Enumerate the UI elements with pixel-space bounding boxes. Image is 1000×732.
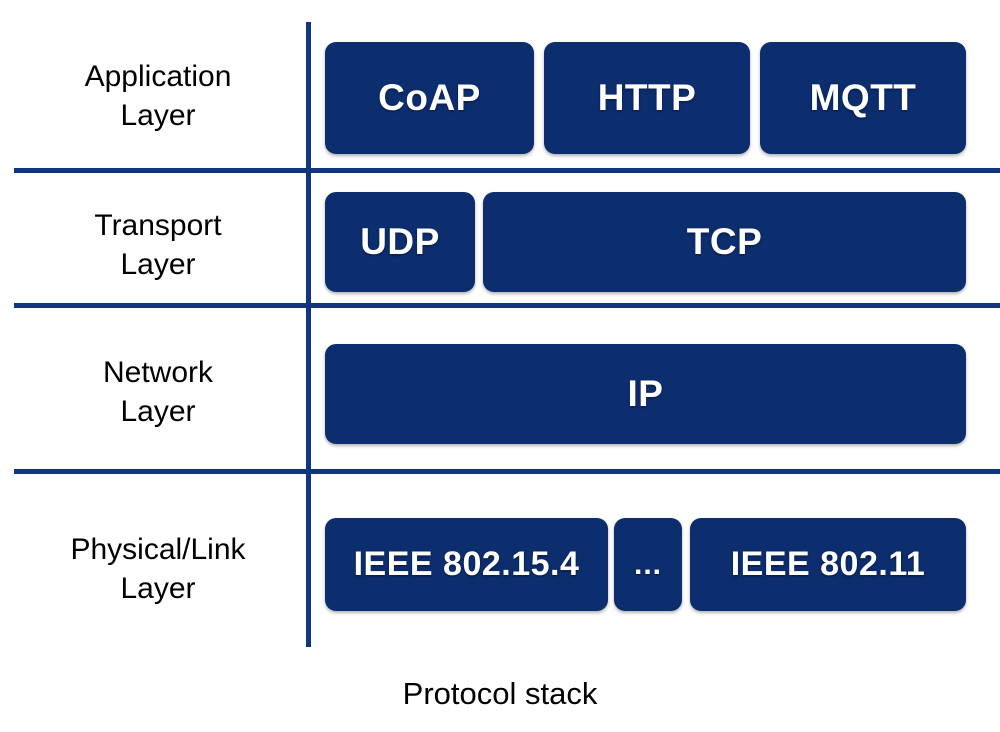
figure-caption: Protocol stack bbox=[402, 676, 598, 711]
divider-labels-boxes bbox=[306, 22, 311, 647]
protocol-box-tcp[interactable]: TCP bbox=[483, 192, 966, 292]
protocol-box-mqtt[interactable]: MQTT bbox=[760, 42, 966, 154]
divider-network-physical bbox=[14, 469, 1000, 474]
protocol-box-http[interactable]: HTTP bbox=[544, 42, 750, 154]
divider-application-transport bbox=[14, 168, 1000, 173]
layer-label-application: Application Layer bbox=[84, 60, 232, 132]
layer-label-transport: Transport Layer bbox=[94, 209, 222, 281]
protocol-box-ieee-802-15-4[interactable]: IEEE 802.15.4 bbox=[325, 518, 608, 611]
protocol-box-udp[interactable]: UDP bbox=[325, 192, 475, 292]
protocol-box-ellipsis[interactable]: ... bbox=[614, 518, 682, 611]
protocol-box-ip[interactable]: IP bbox=[325, 344, 966, 444]
layer-label-physical-link: Physical/Link Layer bbox=[70, 533, 246, 605]
protocol-box-ieee-802-11[interactable]: IEEE 802.11 bbox=[690, 518, 966, 611]
protocol-box-coap[interactable]: CoAP bbox=[325, 42, 534, 154]
divider-transport-network bbox=[14, 303, 1000, 308]
layer-label-network: Network Layer bbox=[102, 356, 214, 428]
